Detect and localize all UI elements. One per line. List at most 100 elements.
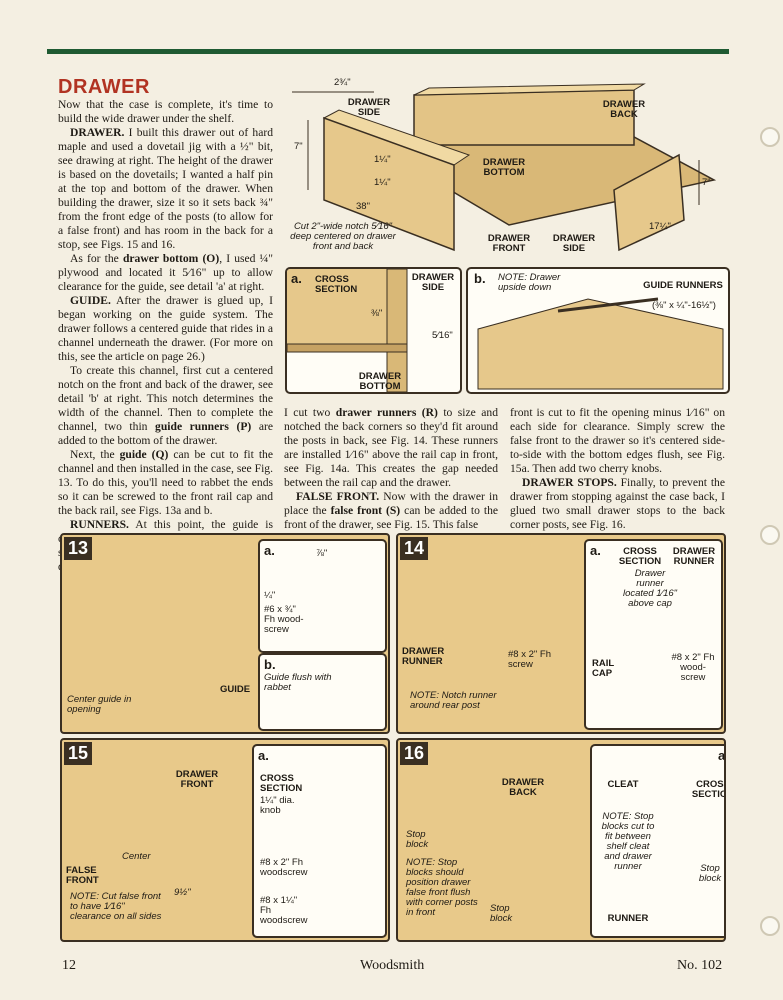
text-column-2: I cut two drawer runners (R) to size and… [284, 406, 498, 532]
label-drawer-front: DRAWER FRONT [487, 233, 531, 254]
fig16-detail-a: a. CLEAT CROSS SECTION NOTE: Stop blocks… [590, 744, 726, 938]
label-runner: RUNNER [607, 913, 649, 924]
top-rule [47, 49, 729, 54]
screw-label: #8 x 2" Fh screw [508, 649, 551, 670]
binder-hole [760, 525, 780, 545]
screw-label: #8 x 2" Fh wood- screw [671, 652, 715, 683]
runner-location-note: Drawer runner located 1⁄16" above cap [622, 568, 678, 609]
detail-tag: b. [474, 271, 486, 286]
label-drawer-side: DRAWER SIDE [347, 97, 391, 118]
paragraph: Now that the case is complete, it's time… [58, 98, 273, 125]
dim-label: (⅜" x ¼"-16½") [652, 300, 716, 311]
dim-label: 38" [356, 201, 370, 212]
detail-tag: a. [264, 543, 275, 558]
label-drawer-back: DRAWER BACK [602, 99, 646, 120]
drawer-illustration [292, 83, 717, 252]
detail-tag: a. [718, 748, 726, 763]
label-drawer-runner: DRAWER RUNNER [672, 546, 716, 567]
detail-tag: a. [291, 271, 302, 286]
figure-number: 13 [64, 537, 93, 560]
section-title: DRAWER [58, 76, 150, 98]
paragraph: As for the drawer bottom (O), I used ¼" … [58, 252, 273, 293]
stop-block-label: Stop block [698, 863, 722, 884]
dim-label: 1¼" [374, 177, 391, 188]
dim-label: 7" [702, 177, 711, 188]
fig13-detail-b: b. Guide flush with rabbet [258, 653, 387, 731]
screw-label: #8 x 2" Fh woodscrew [260, 857, 308, 878]
paragraph: FALSE FRONT. Now with the drawer in plac… [284, 490, 499, 531]
magazine-name: Woodsmith [360, 958, 425, 973]
label-guide: GUIDE [220, 684, 251, 695]
figure-16: 16 DRAWER BACK Stop block NOTE: Stop blo… [396, 738, 726, 942]
figure-15: 15 DRAWER FRONT Center FALSE FRONT 9½" N… [60, 738, 390, 942]
drawer-exploded-drawing: 2¾" DRAWER SIDE DRAWER BACK DRAWER BOTTO… [284, 70, 729, 265]
detail-tag: b. [264, 657, 276, 672]
dim-label: ⅞" [316, 548, 328, 559]
label-cross-section: CROSS SECTION [691, 779, 724, 800]
label-drawer-front: DRAWER FRONT [175, 769, 219, 790]
figure-14: 14 DRAWER RUNNER #8 x 2" Fh screw NOTE: … [396, 533, 726, 734]
label-cross-section: CROSS SECTION [618, 546, 662, 567]
label-center-guide: Center guide in opening [67, 694, 132, 715]
label-drawer-side: DRAWER SIDE [411, 272, 455, 293]
label-rail-cap: RAIL CAP [592, 658, 614, 679]
detail-a-drawing [287, 269, 408, 392]
paragraph: GUIDE. After the drawer is glued up, I b… [58, 294, 273, 363]
dim-label: 2¾" [334, 77, 351, 88]
page-number: 12 [62, 958, 76, 973]
fig14-detail-a: a. CROSS SECTION DRAWER RUNNER Drawer ru… [584, 539, 723, 730]
screw-label: #6 x ¾" Fh wood- screw [264, 604, 304, 635]
figure-number: 14 [400, 537, 429, 560]
fig15-detail-a: a. CROSS SECTION 1¼" dia. knob #8 x 2" F… [252, 744, 387, 938]
dim-label: 17¼" [649, 221, 671, 232]
detail-a-inset: a. CROSS SECTION DRAWER SIDE ⅜" 5⁄16" DR… [285, 267, 462, 394]
text-column-1: Now that the case is complete, it's time… [58, 98, 273, 574]
paragraph: I cut two drawer runners (R) to size and… [284, 406, 498, 489]
label-cleat: CLEAT [607, 779, 639, 790]
detail-tag: a. [590, 543, 601, 558]
detail-tag: a. [258, 748, 269, 763]
center-label: Center [122, 851, 151, 862]
figure-number: 15 [64, 742, 93, 765]
detail-b-drawing [477, 297, 724, 390]
knob-label: 1¼" dia. knob [260, 795, 295, 816]
figure-13: 13 Center guide in opening GUIDE a. ⅞" ¼… [60, 533, 390, 734]
paragraph: DRAWER STOPS. Finally, to prevent the dr… [510, 476, 725, 531]
paragraph: Next, the guide (Q) can be cut to fit th… [58, 448, 273, 517]
figure-number: 16 [400, 742, 429, 765]
paragraph: DRAWER. I built this drawer out of hard … [58, 126, 273, 251]
label-drawer-runner: DRAWER RUNNER [402, 646, 445, 667]
runner-note: NOTE: Notch runner around rear post [410, 690, 497, 711]
dim-label: 1¼" [374, 154, 391, 165]
dim-label: ⅜" [371, 308, 383, 319]
label-drawer-bottom: DRAWER BOTTOM [358, 371, 402, 392]
paragraph: front is cut to fit the opening minus 1⁄… [510, 406, 725, 475]
drawer-side-left [323, 116, 455, 252]
stop-block-label: Stop block [490, 903, 513, 924]
paragraph: To create this channel, first cut a cent… [58, 364, 273, 447]
label-false-front: FALSE FRONT [66, 865, 99, 886]
label-drawer-bottom: DRAWER BOTTOM [482, 157, 526, 178]
stop-blocks-note: NOTE: Stop blocks cut to fit between she… [601, 811, 655, 872]
stop-block-label: Stop block [406, 829, 429, 850]
issue-number: No. 102 [677, 958, 723, 973]
flush-note: Guide flush with rabbet [264, 672, 332, 693]
dim-label: 7" [294, 141, 303, 152]
text-column-3: front is cut to fit the opening minus 1⁄… [510, 406, 725, 532]
dim-label: 5⁄16" [432, 330, 453, 341]
binder-hole [760, 916, 780, 936]
label-cross-section: CROSS SECTION [315, 274, 358, 295]
label-cross-section: CROSS SECTION [260, 773, 303, 794]
false-front-note: NOTE: Cut false front to have 1⁄16" clea… [70, 891, 162, 922]
label-drawer-back: DRAWER BACK [501, 777, 545, 798]
dim-label: ¼" [264, 590, 276, 601]
drawer-side-right [613, 153, 685, 252]
detail-b-inset: b. NOTE: Drawer upside down GUIDE RUNNER… [466, 267, 730, 394]
screw-label: #8 x 1¼" Fh woodscrew [260, 895, 308, 926]
label-drawer-side-2: DRAWER SIDE [552, 233, 596, 254]
dim-label: 9½" [174, 887, 191, 898]
binder-hole [760, 127, 780, 147]
fig13-detail-a: a. ⅞" ¼" #6 x ¾" Fh wood- screw [258, 539, 387, 653]
label-guide-runners: GUIDE RUNNERS [643, 280, 723, 291]
detail-note: NOTE: Drawer upside down [498, 272, 561, 293]
